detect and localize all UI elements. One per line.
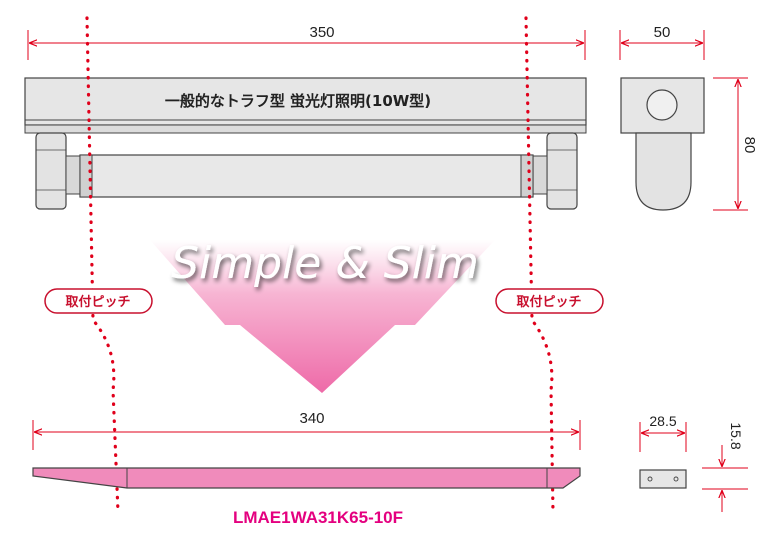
slim-side-profile: [639, 469, 687, 489]
height-label-15-8: 15.8: [728, 422, 744, 449]
left-pitch-line: [85, 16, 120, 514]
down-arrow-shape: [150, 240, 495, 393]
pitch-label-left-text: 取付ピッチ: [65, 294, 130, 310]
slogan-text: Simple & Slim: [171, 238, 479, 289]
left-end-cap: [35, 132, 67, 210]
bottom-fixture: 340 LMAE1WA31K65-10F: [32, 410, 581, 527]
top-fixture: 350 一般的なトラフ型 蛍光灯照明(10W型): [24, 24, 587, 210]
fixture-housing: [24, 77, 587, 126]
fixture-title: 一般的なトラフ型 蛍光灯照明(10W型): [165, 92, 431, 110]
height-label-80: 80: [741, 137, 758, 154]
right-pitch-line: [524, 16, 555, 514]
slim-fixture-bar: [32, 467, 581, 489]
side-end-cap: [635, 132, 692, 211]
top-side-view: 50 80: [619, 24, 758, 211]
slim-arrow: Simple & Slim: [150, 238, 495, 393]
pitch-label-left: 取付ピッチ: [44, 288, 153, 314]
pitch-lines: [85, 16, 555, 514]
dimension-350: 350: [27, 24, 586, 60]
fluorescent-tube: [79, 154, 534, 198]
pitch-label-right: 取付ピッチ: [495, 288, 604, 314]
width-label-28-5: 28.5: [649, 413, 676, 429]
pitch-label-right-text: 取付ピッチ: [516, 294, 581, 310]
side-tube-circle: [646, 89, 678, 121]
width-label-340: 340: [299, 410, 324, 427]
width-label-50: 50: [654, 24, 671, 41]
width-label-350: 350: [309, 24, 334, 41]
right-end-cap: [546, 132, 578, 210]
model-number: LMAE1WA31K65-10F: [233, 508, 403, 527]
bottom-side-view: 28.5 15.8: [639, 413, 748, 512]
